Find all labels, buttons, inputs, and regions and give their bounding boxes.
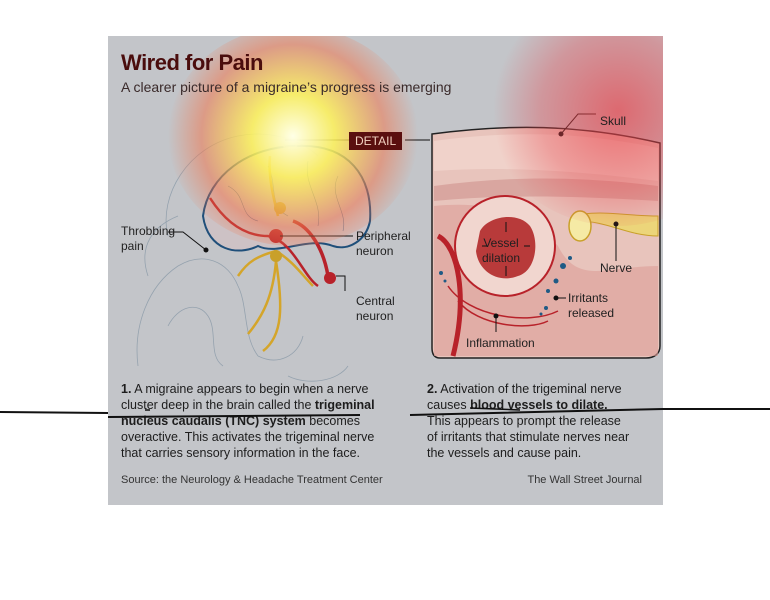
step-1-text: 1. A migraine appears to begin when a ne…: [121, 382, 375, 460]
step-2-text: 2. Activation of the trigeminal nerve ca…: [427, 382, 630, 460]
credit: The Wall Street Journal: [527, 474, 642, 486]
page-title: Wired for Pain: [121, 50, 263, 75]
label-nerve: Nerve: [600, 261, 633, 275]
brain-outline: [201, 144, 372, 252]
detail-inset: [431, 113, 661, 359]
tnc-node: [274, 202, 286, 214]
infographic-panel: Wired for Pain A clearer picture of a mi…: [108, 36, 663, 505]
central-neuron-node: [324, 272, 336, 284]
label-skull: Skull: [600, 114, 627, 128]
source-note: Source: the Neurology & Headache Treatme…: [121, 474, 383, 486]
page-subtitle: A clearer picture of a migraine’s progre…: [121, 79, 452, 95]
detail-tag: DETAIL: [349, 132, 403, 150]
label-inflammation: Inflammation: [466, 336, 535, 350]
